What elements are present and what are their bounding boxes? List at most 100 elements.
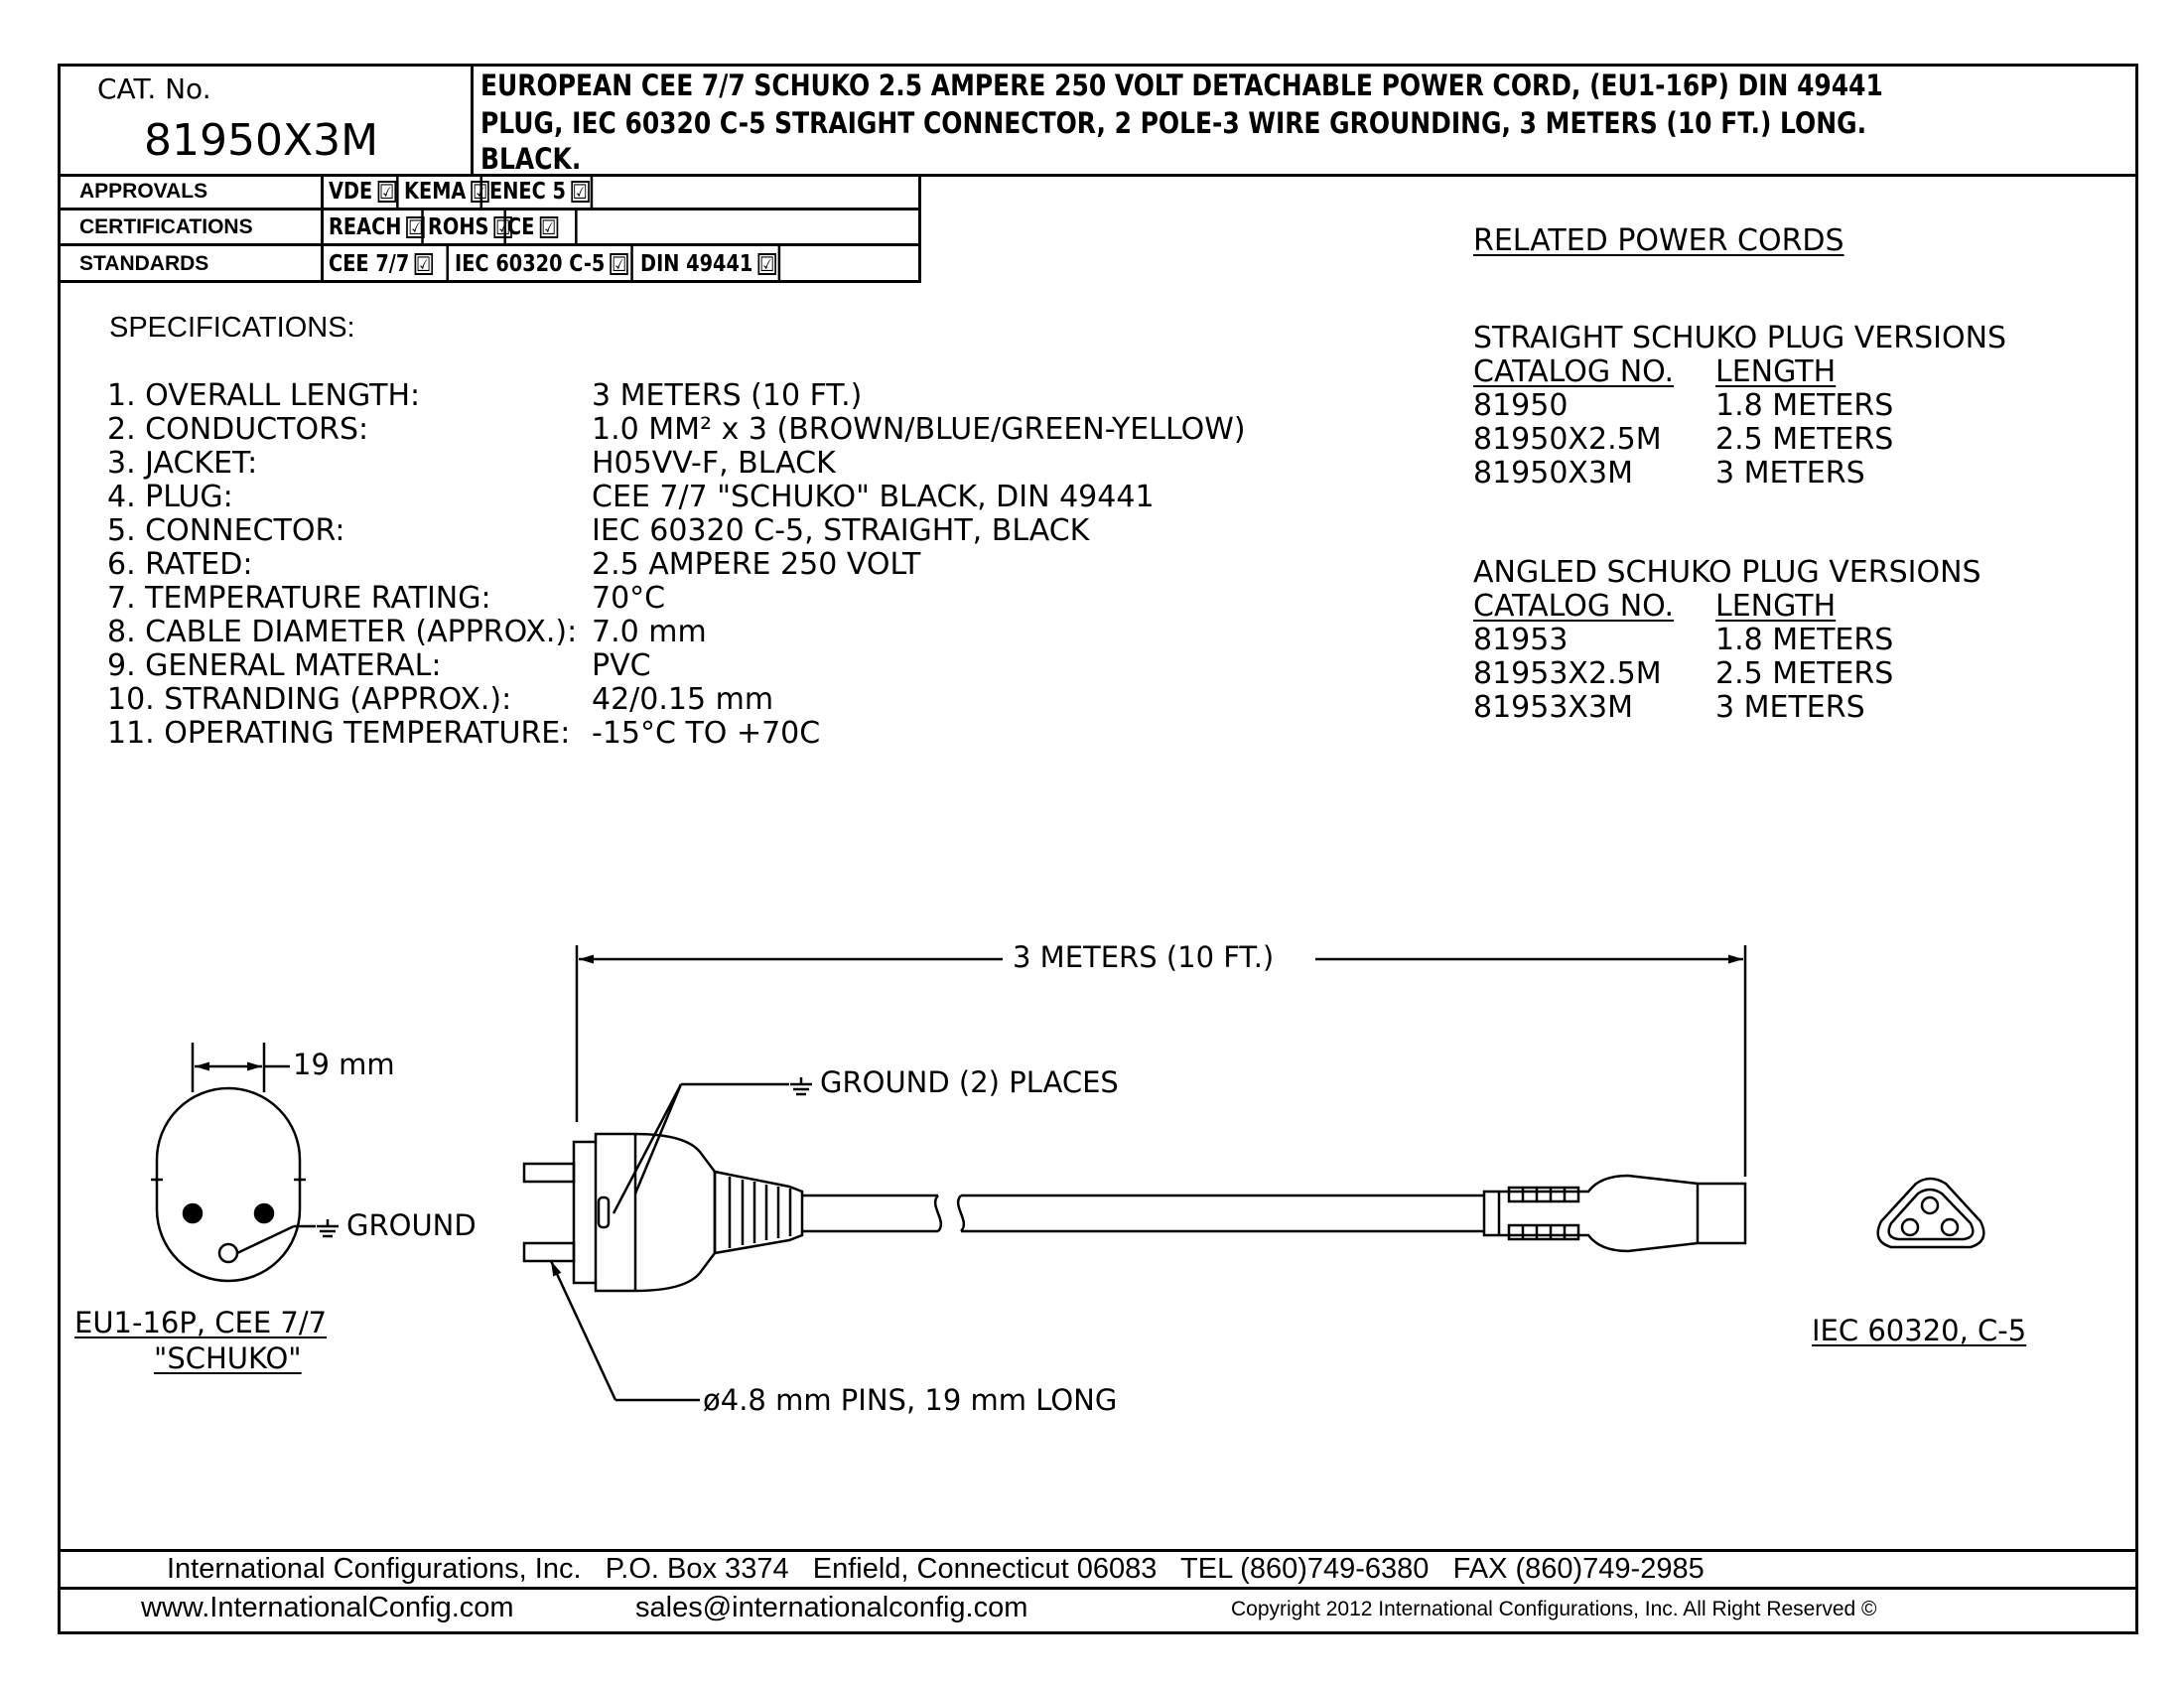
related-length: 3 METERS bbox=[1715, 690, 1865, 725]
related-col-catalog: CATALOG NO. bbox=[1473, 354, 1675, 389]
spec-label: 7. TEMPERATURE RATING: bbox=[107, 581, 491, 616]
drawing-frame bbox=[58, 64, 2138, 1634]
ground-label: GROUND bbox=[346, 1208, 477, 1242]
related-length: 1.8 METERS bbox=[1715, 388, 1894, 423]
plug-caption: EU1-16P, CEE 7/7 bbox=[74, 1306, 328, 1339]
compliance-right-line bbox=[918, 175, 921, 283]
check-icon: ☑ bbox=[406, 214, 425, 239]
spec-value: 1.0 MM² x 3 (BROWN/BLUE/GREEN-YELLOW) bbox=[592, 412, 1246, 447]
connector-side bbox=[1482, 1174, 1747, 1253]
ground-places-label: GROUND (2) PLACES bbox=[820, 1065, 1119, 1099]
related-catalog: 81953X3M bbox=[1473, 690, 1633, 725]
cable bbox=[802, 1194, 1484, 1233]
approval-enec: ENEC 5☑ bbox=[484, 175, 594, 208]
check-icon: ☑ bbox=[414, 252, 433, 276]
approval-vde: VDE☑ bbox=[324, 175, 399, 208]
ground-symbol-icon bbox=[317, 1219, 339, 1238]
compliance-table: APPROVALS VDE☑ KEMA☑ ENEC 5☑ CERTIFICATI… bbox=[58, 175, 921, 282]
spec-value: 2.5 AMPERE 250 VOLT bbox=[592, 547, 921, 582]
cat-number: 81950X3M bbox=[144, 115, 379, 166]
email-link[interactable]: sales@internationalconfig.com bbox=[635, 1592, 1028, 1623]
length-dimension-label: 3 METERS (10 FT.) bbox=[1009, 943, 1279, 972]
related-catalog: 81950X2.5M bbox=[1473, 422, 1662, 457]
spec-value: 42/0.15 mm bbox=[592, 682, 774, 717]
pins-leader bbox=[549, 1260, 617, 1401]
pin-spacing-label: 19 mm bbox=[293, 1048, 395, 1081]
approvals-row: APPROVALS VDE☑ KEMA☑ ENEC 5☑ bbox=[58, 175, 921, 211]
company-line: International Configurations, Inc. P.O. … bbox=[167, 1553, 1705, 1585]
compliance-bottom-line bbox=[58, 280, 921, 283]
spec-label: 5. CONNECTOR: bbox=[107, 513, 345, 548]
related-group-title: ANGLED SCHUKO PLUG VERSIONS bbox=[1473, 555, 1981, 590]
approvals-label: APPROVALS bbox=[58, 175, 324, 208]
standards-label: STANDARDS bbox=[58, 246, 324, 282]
related-col-catalog: CATALOG NO. bbox=[1473, 589, 1675, 624]
footer-divider bbox=[58, 1549, 2138, 1552]
spec-label: 10. STRANDING (APPROX.): bbox=[107, 682, 512, 717]
related-col-length: LENGTH bbox=[1715, 589, 1837, 624]
spec-label: 6. RATED: bbox=[107, 547, 253, 582]
description-line-1: EUROPEAN CEE 7/7 SCHUKO 2.5 AMPERE 250 V… bbox=[480, 69, 1883, 102]
spec-label: 3. JACKET: bbox=[107, 446, 258, 481]
approval-kema: KEMA☑ bbox=[399, 175, 489, 208]
check-icon: ☑ bbox=[471, 179, 489, 204]
spec-label: 4. PLUG: bbox=[107, 480, 233, 514]
related-catalog: 81953 bbox=[1473, 623, 1569, 657]
related-catalog: 81950X3M bbox=[1473, 456, 1633, 491]
check-icon: ☑ bbox=[539, 214, 558, 239]
plug-face bbox=[151, 1043, 316, 1283]
related-catalog: 81953X2.5M bbox=[1473, 656, 1662, 691]
spec-value: 7.0 mm bbox=[592, 615, 707, 649]
related-col-length: LENGTH bbox=[1715, 354, 1837, 389]
title-block-vdivider bbox=[471, 64, 474, 177]
related-group-title: STRAIGHT SCHUKO PLUG VERSIONS bbox=[1473, 321, 2007, 355]
related-catalog: 81950 bbox=[1473, 388, 1569, 423]
spec-value: CEE 7/7 "SCHUKO" BLACK, DIN 49441 bbox=[592, 480, 1155, 514]
std-iec60320: IEC 60320 C-5☑ bbox=[450, 246, 633, 282]
spec-title: SPECIFICATIONS: bbox=[109, 312, 355, 344]
description-line-2: PLUG, IEC 60320 C-5 STRAIGHT CONNECTOR, … bbox=[480, 106, 1867, 140]
length-dimension bbox=[575, 945, 1747, 1177]
copyright: Copyright 2012 International Configurati… bbox=[1231, 1598, 1877, 1620]
certifications-label: CERTIFICATIONS bbox=[58, 211, 324, 243]
check-icon: ☑ bbox=[377, 179, 396, 204]
related-length: 2.5 METERS bbox=[1715, 656, 1894, 691]
std-din49441: DIN 49441☑ bbox=[635, 246, 781, 282]
check-icon: ☑ bbox=[570, 179, 590, 204]
pins-note: ø4.8 mm PINS, 19 mm LONG bbox=[703, 1383, 1118, 1417]
related-length: 1.8 METERS bbox=[1715, 623, 1894, 657]
description-line-3: BLACK. bbox=[480, 142, 582, 176]
related-length: 3 METERS bbox=[1715, 456, 1865, 491]
website-link[interactable]: www.InternationalConfig.com bbox=[141, 1592, 514, 1623]
certifications-row: CERTIFICATIONS REACH☑ ROHS☑ CE☑ bbox=[58, 211, 921, 246]
cat-label: CAT. No. bbox=[97, 72, 211, 105]
spec-label: 9. GENERAL MATERAL: bbox=[107, 648, 442, 683]
ground-symbol-icon bbox=[790, 1077, 812, 1096]
connector-caption: IEC 60320, C-5 bbox=[1812, 1314, 2027, 1347]
spec-label: 8. CABLE DIAMETER (APPROX.): bbox=[107, 615, 578, 649]
std-cee77: CEE 7/7☑ bbox=[324, 246, 449, 282]
standards-row: STANDARDS CEE 7/7☑ IEC 60320 C-5☑ DIN 49… bbox=[58, 246, 921, 282]
plug-side bbox=[522, 1132, 804, 1293]
spec-label: 2. CONDUCTORS: bbox=[107, 412, 369, 447]
cert-reach: REACH☑ bbox=[324, 211, 425, 243]
cert-ce: CE☑ bbox=[502, 211, 578, 243]
footer-divider bbox=[58, 1587, 2138, 1590]
spec-label: 11. OPERATING TEMPERATURE: bbox=[107, 716, 571, 751]
check-icon: ☑ bbox=[610, 252, 628, 276]
title-block-divider bbox=[58, 174, 2138, 177]
cert-rohs: ROHS☑ bbox=[423, 211, 512, 243]
connector-face bbox=[1876, 1177, 1985, 1249]
ground-leader bbox=[633, 1083, 683, 1195]
check-icon: ☑ bbox=[493, 214, 512, 239]
related-length: 2.5 METERS bbox=[1715, 422, 1894, 457]
spec-value: PVC bbox=[592, 648, 651, 683]
spec-value: 3 METERS (10 FT.) bbox=[592, 378, 863, 413]
check-icon: ☑ bbox=[757, 252, 776, 276]
related-title: RELATED POWER CORDS bbox=[1473, 223, 1844, 258]
plug-caption-schuko: "SCHUKO" bbox=[154, 1341, 302, 1375]
spec-value: H05VV-F, BLACK bbox=[592, 446, 836, 481]
spec-value: 70°C bbox=[592, 581, 666, 616]
spec-label: 1. OVERALL LENGTH: bbox=[107, 378, 421, 413]
